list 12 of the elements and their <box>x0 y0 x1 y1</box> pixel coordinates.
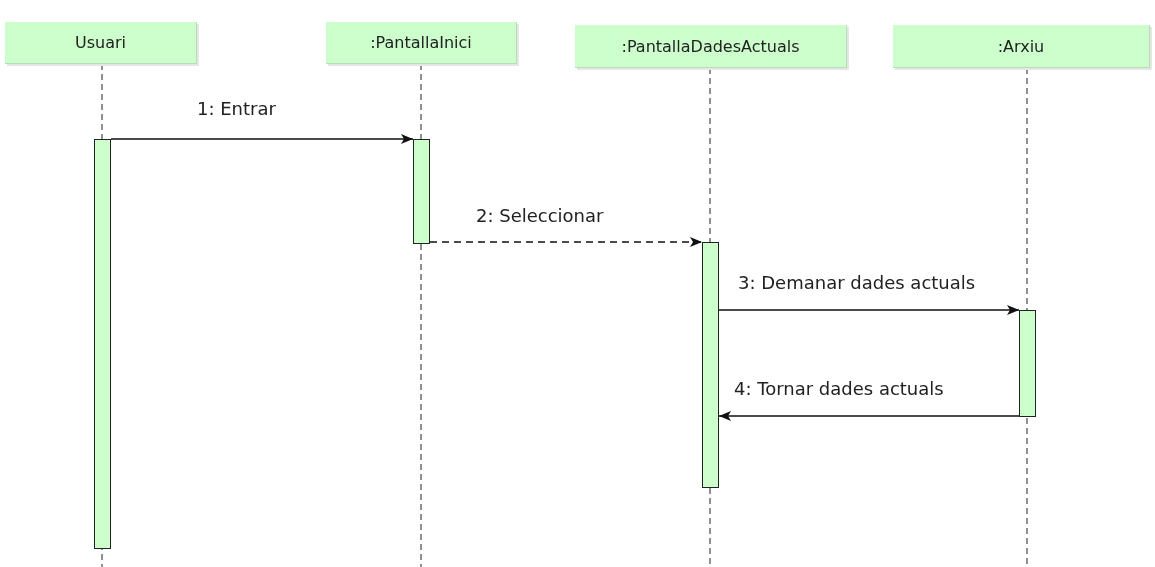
lifeline-header: :Arxiu <box>893 25 1150 68</box>
activation-bar <box>413 139 430 244</box>
lifeline-header: :PantallaDadesActuals <box>575 25 847 68</box>
message-arrow <box>110 134 414 144</box>
message-arrow <box>718 305 1020 315</box>
lifeline-header: :PantallaInici <box>326 22 517 64</box>
activation-bar <box>94 139 111 549</box>
message-arrow <box>429 237 703 247</box>
lifeline-header: Usuari <box>5 22 197 64</box>
activation-bar <box>1019 310 1036 417</box>
activation-bar <box>702 242 719 488</box>
message-arrow <box>718 411 1020 421</box>
